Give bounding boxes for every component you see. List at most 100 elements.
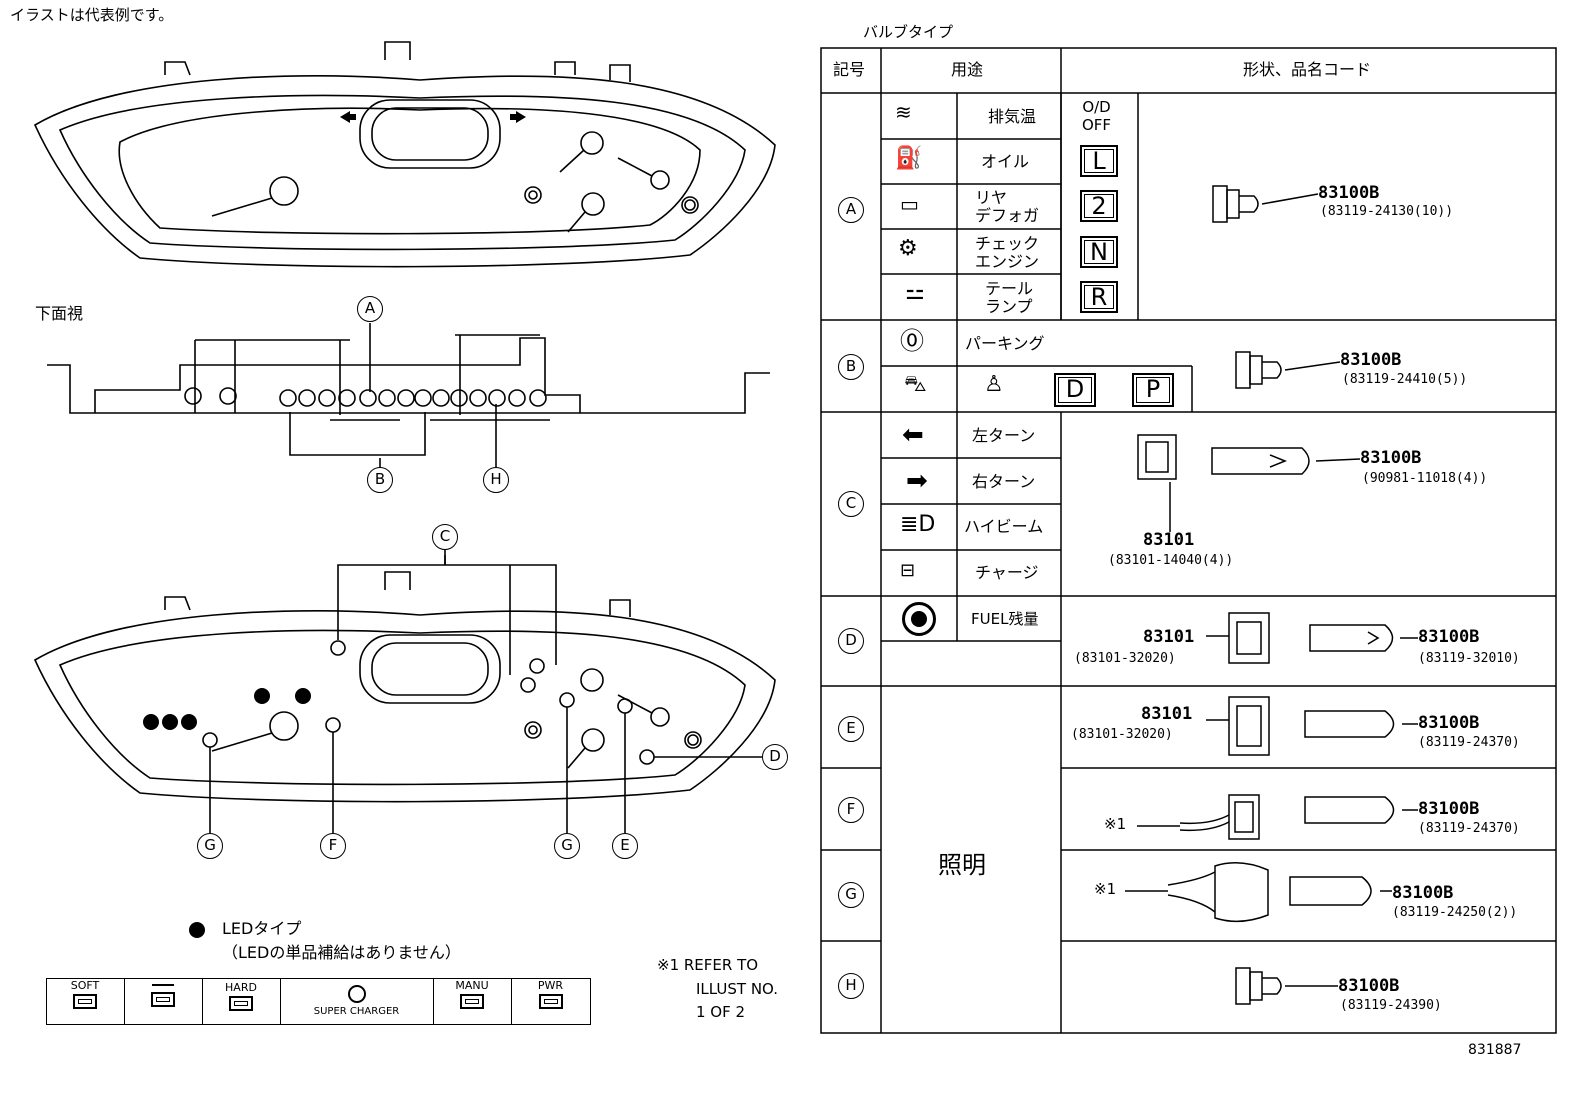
- row-mark-d: D: [838, 628, 864, 654]
- header-symbol: 記号: [833, 60, 866, 79]
- callout-a: A: [357, 296, 383, 322]
- left-turn-icon: ⬅: [902, 420, 924, 450]
- indicator-p: P: [1132, 373, 1174, 407]
- part-d-code: (83119-32010): [1418, 651, 1520, 666]
- figure-id: 831887: [1468, 1042, 1522, 1058]
- part-a-code: (83119-24130(10)): [1320, 204, 1454, 219]
- part-c-socket: 83101: [1143, 530, 1195, 550]
- switch-pwr-icon: [538, 994, 563, 1009]
- door-ajar-icon: ⛍: [904, 372, 927, 397]
- use-left-turn: 左ターン: [972, 426, 1036, 445]
- callout-b: B: [367, 467, 393, 493]
- part-c-socket-code: (83101-14040(4)): [1108, 553, 1234, 568]
- rear-defogger-icon: ▭: [900, 192, 919, 216]
- led-note: （LEDの単品補給はありません）: [222, 943, 461, 962]
- switch-hard-label: HARD: [225, 981, 257, 994]
- row-mark-c: C: [838, 491, 864, 517]
- part-d-socket-code: (83101-32020): [1074, 651, 1176, 666]
- callout-g-left: G: [197, 833, 223, 859]
- check-engine-icon: ⚙: [898, 236, 918, 261]
- cluster-illustrations: [33, 41, 776, 938]
- indicator-n: N: [1080, 236, 1118, 268]
- charge-icon: ⊟: [900, 560, 916, 581]
- switch-manu-icon: [460, 994, 484, 1009]
- indicator-d: D: [1054, 373, 1096, 407]
- switch-manu: MANU: [433, 979, 512, 1024]
- indicator-2: 2: [1080, 190, 1118, 222]
- switch-panel: [46, 978, 591, 1025]
- part-d-socket: 83101: [1143, 627, 1195, 647]
- high-beam-icon: ≣D: [900, 512, 936, 537]
- exhaust-temp-icon: ≋: [895, 100, 912, 124]
- part-h-bulb: 83100B: [1338, 976, 1400, 996]
- row-mark-g: G: [838, 882, 864, 908]
- use-tail-lamp: テール ランプ: [985, 279, 1034, 316]
- tail-lamp-icon: ⚍: [905, 280, 925, 305]
- switch-soft-icon: [73, 994, 97, 1009]
- use-fuel: FUEL残量: [971, 610, 1039, 628]
- illustration-note: イラストは代表例です。: [10, 6, 174, 24]
- switch-pwr-label: PWR: [537, 979, 564, 992]
- dash-icon: [152, 984, 174, 986]
- use-exhaust-temp: 排気温: [988, 107, 1037, 126]
- bottom-view-label: 下面視: [35, 304, 84, 323]
- switch-blank: [124, 979, 203, 1024]
- part-g-bulb: 83100B: [1392, 883, 1454, 903]
- part-e-code: (83119-24370): [1418, 735, 1520, 750]
- use-charge: チャージ: [975, 563, 1039, 582]
- header-shape-code: 形状、品名コード: [1243, 60, 1372, 79]
- part-b-code: (83119-24410(5)): [1342, 372, 1468, 387]
- row-mark-h: H: [838, 973, 864, 999]
- refer-note-line2: ILLUST NO.: [696, 980, 779, 998]
- refer-note-line1: ※1 REFER TO: [657, 956, 759, 974]
- parking-brake-icon: ⓪: [900, 327, 924, 355]
- star-note-f: ※1: [1104, 815, 1127, 833]
- switch-manu-label: MANU: [455, 979, 489, 992]
- refer-note-line3: 1 OF 2: [696, 1003, 746, 1021]
- use-right-turn: 右ターン: [972, 472, 1036, 491]
- part-e-socket-code: (83101-32020): [1071, 727, 1173, 742]
- callout-d: D: [762, 744, 788, 770]
- indicator-r: R: [1080, 281, 1118, 313]
- star-note-g: ※1: [1094, 880, 1117, 898]
- led-legend: LEDタイプ: [222, 919, 302, 938]
- part-a-bulb: 83100B: [1318, 183, 1380, 203]
- fuel-level-icon: [902, 602, 936, 636]
- od-off-label: O/D OFF: [1082, 98, 1112, 134]
- use-illumination: 照明: [938, 851, 986, 879]
- row-mark-a: A: [838, 197, 864, 223]
- supercharger-label: SUPER CHARGER: [313, 1006, 400, 1017]
- row-mark-f: F: [838, 797, 864, 823]
- oil-icon: ⛽: [895, 146, 923, 171]
- supercharger-icon: [347, 985, 366, 1003]
- callout-e: E: [612, 833, 638, 859]
- callout-f: F: [320, 833, 346, 859]
- part-e-socket: 83101: [1141, 704, 1193, 724]
- use-parking: パーキング: [965, 334, 1045, 353]
- switch-soft: SOFT: [46, 979, 125, 1024]
- part-c-code: (90981-11018(4)): [1362, 471, 1488, 486]
- switch-hard-icon: [229, 996, 253, 1011]
- seatbelt-icon: ♙: [984, 372, 1004, 397]
- callout-h: H: [483, 467, 509, 493]
- switch-pwr: PWR: [511, 979, 590, 1024]
- row-mark-b: B: [838, 354, 864, 380]
- row-mark-e: E: [838, 716, 864, 742]
- part-c-bulb: 83100B: [1360, 448, 1422, 468]
- part-h-code: (83119-24390): [1340, 998, 1442, 1013]
- switch-blank-icon: [151, 992, 175, 1007]
- part-g-code: (83119-24250(2)): [1392, 905, 1518, 920]
- part-f-code: (83119-24370): [1418, 821, 1520, 836]
- callout-g-right: G: [554, 833, 580, 859]
- part-d-bulb: 83100B: [1418, 627, 1480, 647]
- use-high-beam: ハイビーム: [964, 517, 1044, 536]
- bulb-legend: バルブタイプ: [863, 23, 954, 41]
- use-oil: オイル: [981, 152, 1030, 171]
- indicator-l: L: [1080, 145, 1118, 177]
- use-rear-defogger: リヤ デフォガ: [975, 188, 1040, 225]
- switch-hard: HARD: [202, 979, 281, 1024]
- right-turn-icon: ➡: [906, 466, 928, 496]
- part-b-bulb: 83100B: [1340, 350, 1402, 370]
- switch-supercharger: SUPER CHARGER: [280, 979, 434, 1024]
- part-e-bulb: 83100B: [1418, 713, 1480, 733]
